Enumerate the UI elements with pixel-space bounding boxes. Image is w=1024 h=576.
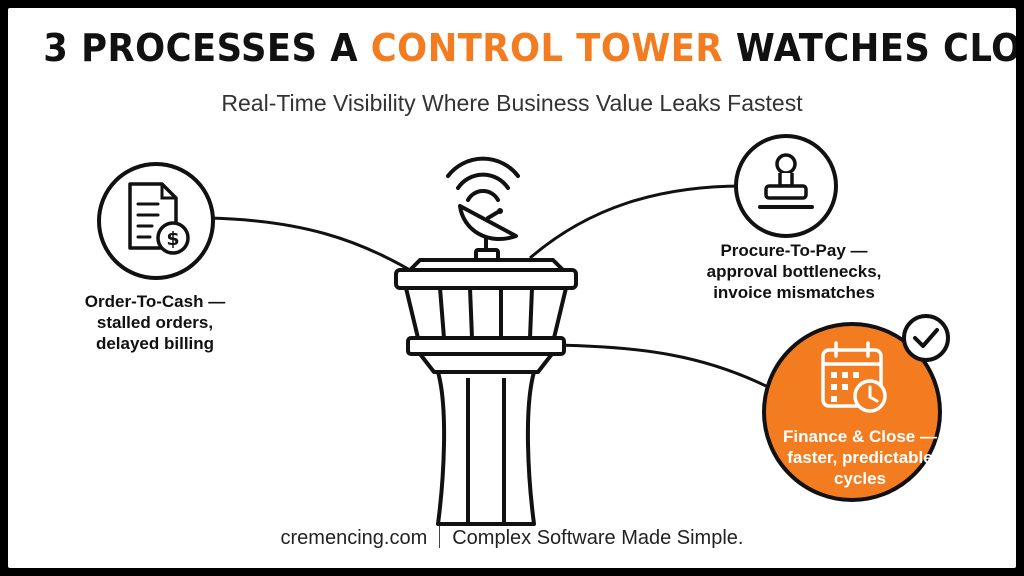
svg-text:$: $ (166, 228, 179, 250)
page-subtitle: Real-Time Visibility Where Business Valu… (221, 90, 803, 116)
finance-close-label: Finance & Close — faster, predictable cy… (765, 426, 955, 489)
finance-close-line-1: faster, predictable (787, 448, 933, 467)
footer-separator (439, 526, 441, 548)
page-title: 3 PROCESSES A CONTROL TOWER WATCHES CLOS… (43, 26, 1016, 70)
order-to-cash-title: Order-To-Cash — (84, 292, 226, 311)
procure-to-pay-label: Procure-To-Pay — approval bottlenecks, i… (694, 240, 894, 303)
control-tower-icon (394, 156, 578, 526)
order-to-cash-line-2: delayed billing (95, 334, 215, 353)
footer-site: cremencing.com (280, 527, 428, 549)
title-prefix: 3 PROCESSES A (43, 26, 371, 70)
procure-to-pay-title: Procure-To-Pay — (720, 241, 868, 260)
finance-close-circle (762, 322, 942, 502)
diagram-art: $ (97, 134, 950, 526)
order-to-cash-label: Order-To-Cash — stalled orders, delayed … (70, 291, 240, 354)
footer: cremencing.com Complex Software Made Simp… (8, 526, 1016, 550)
procure-to-pay-line-1: approval bottlenecks, (706, 262, 882, 281)
order-to-cash-line-1: stalled orders, (96, 313, 214, 332)
invoice-dollar-icon: $ (97, 162, 215, 280)
connector-finance-close (537, 343, 767, 388)
checkmark-icon (902, 314, 950, 362)
stamp-icon (734, 134, 838, 238)
title-suffix: WATCHES CLOSEST (735, 26, 1016, 70)
footer-tagline: Complex Software Made Simple. (452, 527, 744, 549)
connector-order-to-cash (207, 216, 421, 278)
procure-to-pay-line-2: invoice mismatches (713, 283, 875, 302)
title-highlight: CONTROL TOWER (370, 26, 724, 70)
infographic-canvas: 3 PROCESSES A CONTROL TOWER WATCHES CLOS… (8, 8, 1016, 568)
finance-close-title: Finance & Close — (783, 427, 937, 446)
connector-procure-to-pay (529, 184, 744, 260)
calendar-clock-icon (821, 341, 887, 413)
finance-close-line-2: cycles (834, 469, 886, 488)
